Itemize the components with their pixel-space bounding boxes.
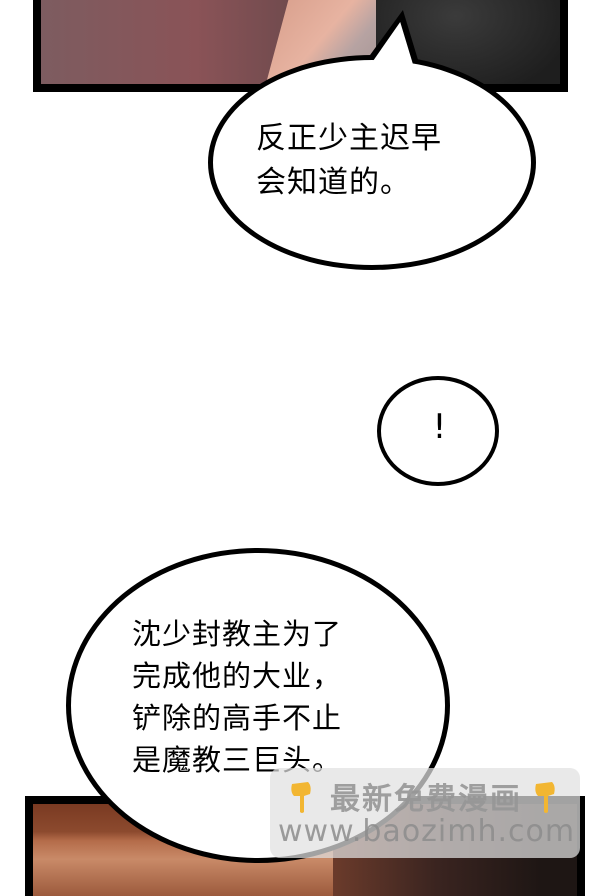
pointing-down-hand-icon bbox=[291, 782, 311, 813]
watermark-banner[interactable]: 最新免费漫画 www.baozimh.com bbox=[270, 768, 580, 858]
pointing-down-hand-icon bbox=[535, 782, 555, 813]
speech-bubble-1-text: 反正少主迟早 会知道的。 bbox=[256, 121, 442, 200]
watermark-title: 最新免费漫画 bbox=[330, 782, 522, 817]
speech-bubble-1 bbox=[208, 55, 536, 270]
watermark-url[interactable]: www.baozimh.com bbox=[278, 814, 576, 849]
top-panel-artwork bbox=[41, 0, 560, 84]
exclamation-text: ! bbox=[432, 407, 448, 447]
top-comic-panel bbox=[33, 0, 568, 92]
speech-bubble-3-text: 沈少封教主为了 完成他的大业， 铲除的高手不止 是魔教三巨头。 bbox=[132, 617, 343, 777]
speech-bubble-2 bbox=[377, 376, 499, 486]
